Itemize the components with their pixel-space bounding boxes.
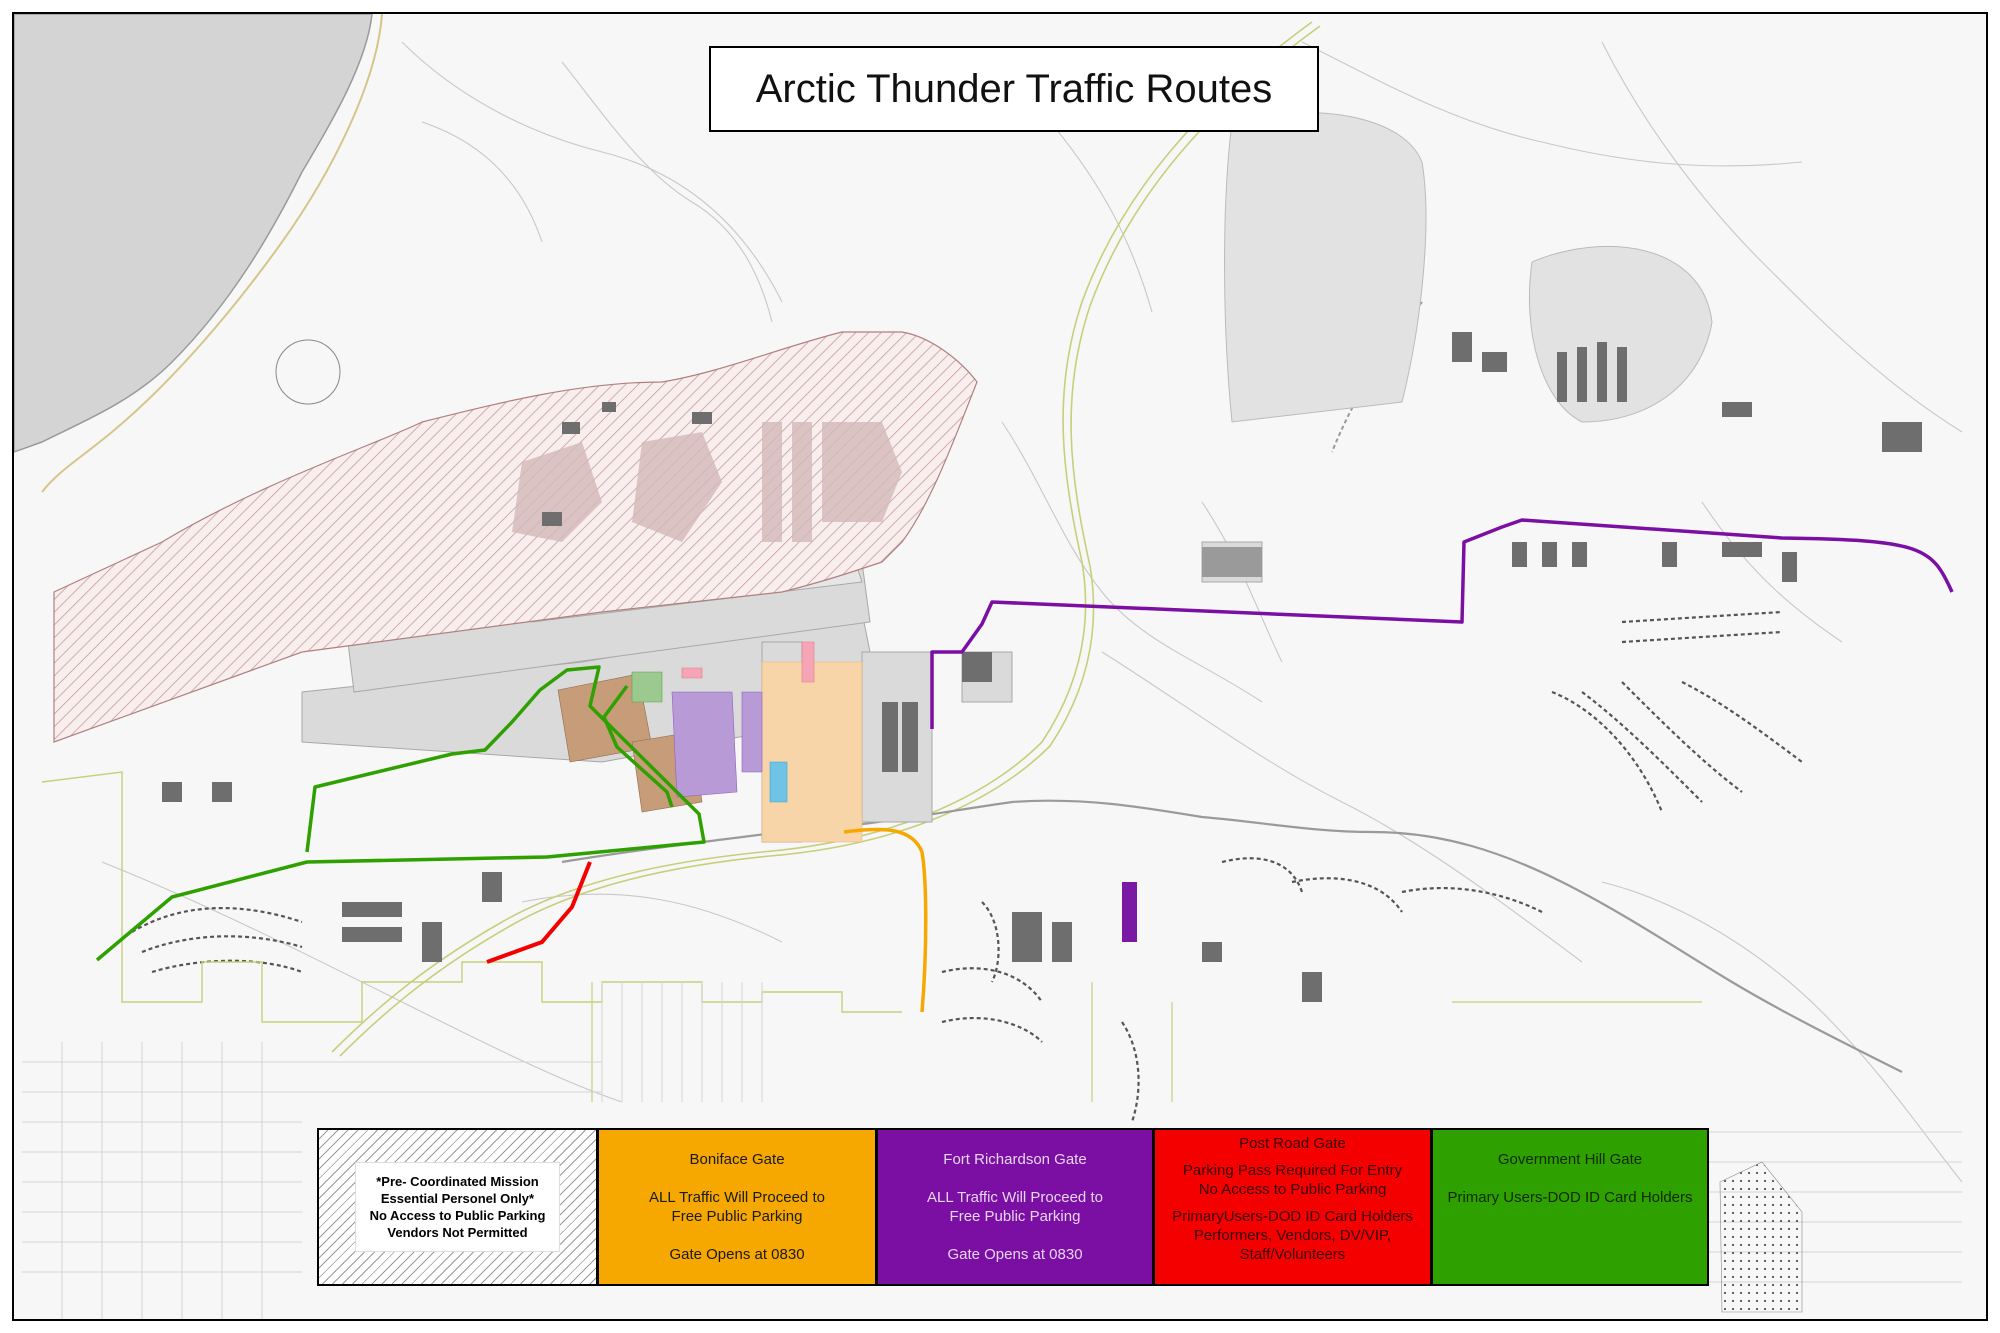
legend-fort-richardson-line3: Gate Opens at 0830 (947, 1246, 1083, 1263)
legend-pre-line4: Vendors Not Permitted (387, 1225, 528, 1240)
legend-post-road-line2: No Access to Public Parking (1198, 1181, 1387, 1198)
legend-pre-line2: Essential Personel Only* (380, 1191, 535, 1206)
legend-post-road-name: Post Road Gate (1239, 1135, 1346, 1152)
city-grid (22, 982, 1962, 1319)
legend-government-hill-name: Government Hill Gate (1497, 1151, 1643, 1168)
fort-richardson-route (930, 518, 1954, 729)
legend-fort-richardson-line2: Free Public Parking (949, 1208, 1081, 1225)
map-title-box: Arctic Thunder Traffic Routes (709, 46, 1319, 132)
government-hill-route-inner (602, 684, 674, 808)
legend-government-hill-line1: Primary Users-DOD ID Card Holders (1447, 1189, 1693, 1206)
legend-fort-richardson-gate: Fort Richardson Gate ALL Traffic Will Pr… (876, 1128, 1154, 1286)
legend-boniface-name: Boniface Gate (689, 1151, 785, 1168)
post-road-route (486, 861, 592, 964)
dotted-area (1719, 1161, 1803, 1313)
highway (331, 21, 1321, 1057)
map-title: Arctic Thunder Traffic Routes (755, 66, 1273, 111)
boniface-route (843, 827, 928, 1013)
legend-pre-coordinated-label: *Pre- Coordinated Mission Essential Pers… (354, 1162, 561, 1252)
legend-pre-line3: No Access to Public Parking (369, 1208, 546, 1223)
legend-pre-coordinated: *Pre- Coordinated Mission Essential Pers… (317, 1128, 598, 1286)
map-frame: Arctic Thunder Traffic Routes *Pre- Coor… (12, 12, 1988, 1321)
legend-boniface-line2: Free Public Parking (671, 1208, 803, 1225)
trails (101, 41, 1963, 1183)
legend-fort-richardson-line1: ALL Traffic Will Proceed to (927, 1189, 1103, 1206)
legend-post-road-line3: PrimaryUsers-DOD ID Card Holders (1172, 1208, 1413, 1225)
legend-government-hill-gate: Government Hill Gate Primary Users-DOD I… (1431, 1128, 1709, 1286)
housing-clusters (131, 610, 1803, 1123)
shoreline (41, 14, 383, 493)
legend-boniface-line3: Gate Opens at 0830 (669, 1246, 805, 1263)
legend-post-road-gate: Post Road Gate Parking Pass Required For… (1153, 1128, 1432, 1286)
hangar-shapes (512, 422, 902, 542)
legend-boniface-gate: Boniface Gate ALL Traffic Will Proceed t… (597, 1128, 877, 1286)
legend-fort-richardson-name: Fort Richardson Gate (943, 1151, 1087, 1168)
buildings (162, 332, 1922, 1002)
government-hill-route (95, 665, 706, 962)
water-body (14, 14, 373, 453)
district-boundary (591, 982, 1702, 1102)
restricted-zone-hatch (53, 331, 978, 743)
legend-post-road-line1: Parking Pass Required For Entry (1182, 1162, 1403, 1179)
legend-boniface-line1: ALL Traffic Will Proceed to (649, 1189, 825, 1206)
base-map (14, 14, 1963, 1319)
legend-pre-line1: *Pre- Coordinated Mission (376, 1174, 539, 1189)
parking-zones (557, 641, 863, 843)
legend-post-road-line4: Performers, Vendors, DV/VIP, (1193, 1227, 1392, 1244)
legend-post-road-line5: Staff/Volunteers (1239, 1246, 1346, 1263)
built-areas (275, 111, 1713, 423)
